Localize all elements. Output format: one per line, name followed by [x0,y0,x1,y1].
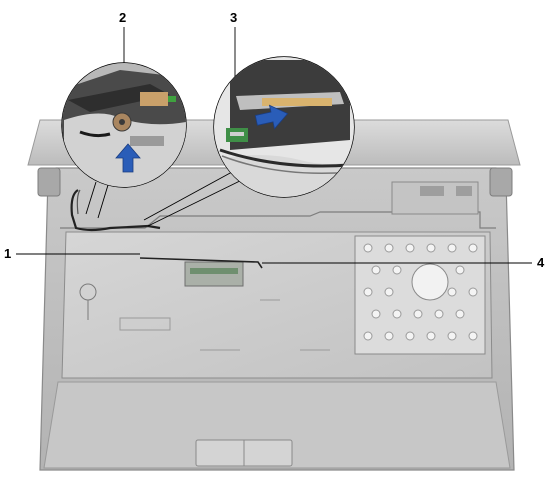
hdd-hole [468,331,478,341]
connector-strip [190,268,238,274]
detail-leader-left-b [97,184,109,219]
hdd-hole [384,331,394,341]
detail-circle-right [213,56,355,198]
routed-cable-2 [76,189,81,215]
left-hinge [37,167,61,197]
hdd-hole [434,309,444,319]
ribbon-cable [139,257,263,269]
rib [119,317,171,331]
handrest-surface [43,381,511,469]
hdd-large-hole [411,263,449,301]
callout-2: 2 [119,10,127,25]
detail-circle-left [61,62,187,188]
hdd-hole [447,331,457,341]
hdd-hole [384,287,394,297]
hdd-hole [392,265,402,275]
hdd-hole [405,243,415,253]
detail-leader-right-b [147,175,251,227]
hdd-hole [426,331,436,341]
callout-4: 4 [537,255,545,270]
hdd-hole [468,287,478,297]
hdd-hole [363,243,373,253]
rear-port [420,186,444,196]
hdd-hole [371,309,381,319]
hdd-hole [426,243,436,253]
hdd-hole [405,331,415,341]
hdd-hole [447,287,457,297]
rear-port-2 [456,186,472,196]
rib-lines [200,299,330,351]
hdd-hole [455,309,465,319]
hdd-hole [384,243,394,253]
hdd-holes [363,243,478,341]
hdd-hole [455,265,465,275]
routed-cable [70,189,161,232]
hdd-hole [468,243,478,253]
hdd-hole [371,265,381,275]
right-hinge [489,167,513,197]
detail-leader-left-a [85,181,97,215]
hdd-hole [392,309,402,319]
callout-3: 3 [230,10,238,25]
detail-leader-right-a [143,171,233,221]
arrow-up-icon [115,143,141,173]
hdd-hole [413,309,423,319]
callout-1: 1 [4,246,12,261]
arrow-right-icon [254,104,289,130]
hdd-hole [363,331,373,341]
hdd-hole [447,243,457,253]
screw-boss [79,283,97,301]
hdd-hole [363,287,373,297]
